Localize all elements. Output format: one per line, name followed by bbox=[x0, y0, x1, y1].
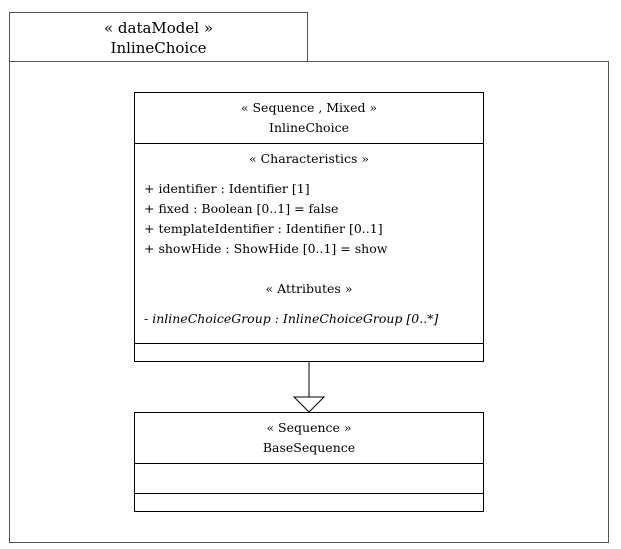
attribute-show-hide: + showHide : ShowHide [0..1] = show bbox=[144, 241, 388, 256]
base-class-stereotype: « Sequence » bbox=[266, 420, 352, 435]
attribute-inline-choice-group: - inlineChoiceGroup : InlineChoiceGroup … bbox=[144, 311, 439, 326]
diagram-frame bbox=[9, 61, 609, 543]
attributes-compartment: « Characteristics » + identifier : Ident… bbox=[135, 143, 483, 343]
base-class-name: BaseSequence bbox=[262, 440, 356, 455]
diagram-frame-tab: « dataModel » InlineChoice bbox=[9, 12, 308, 61]
generalization-arrowhead bbox=[292, 396, 326, 413]
class-header: « Sequence , Mixed » InlineChoice bbox=[135, 93, 483, 143]
attribute-identifier: + identifier : Identifier [1] bbox=[144, 181, 310, 196]
base-operations-compartment bbox=[135, 493, 483, 511]
frame-stereotype: « dataModel » bbox=[103, 19, 214, 37]
characteristics-header: « Characteristics » bbox=[249, 151, 369, 166]
class-inline-choice[interactable]: « Sequence , Mixed » InlineChoice « Char… bbox=[134, 92, 484, 362]
frame-name: InlineChoice bbox=[110, 39, 207, 57]
attribute-fixed: + fixed : Boolean [0..1] = false bbox=[144, 201, 339, 216]
base-attributes-compartment bbox=[135, 463, 483, 493]
attributes-header: « Attributes » bbox=[265, 281, 353, 296]
class-name: InlineChoice bbox=[269, 120, 349, 135]
class-stereotype: « Sequence , Mixed » bbox=[240, 100, 378, 115]
attribute-template-identifier: + templateIdentifier : Identifier [0..1] bbox=[144, 221, 383, 236]
operations-compartment bbox=[135, 343, 483, 361]
class-base-sequence[interactable]: « Sequence » BaseSequence bbox=[134, 412, 484, 512]
base-class-header: « Sequence » BaseSequence bbox=[135, 413, 483, 463]
